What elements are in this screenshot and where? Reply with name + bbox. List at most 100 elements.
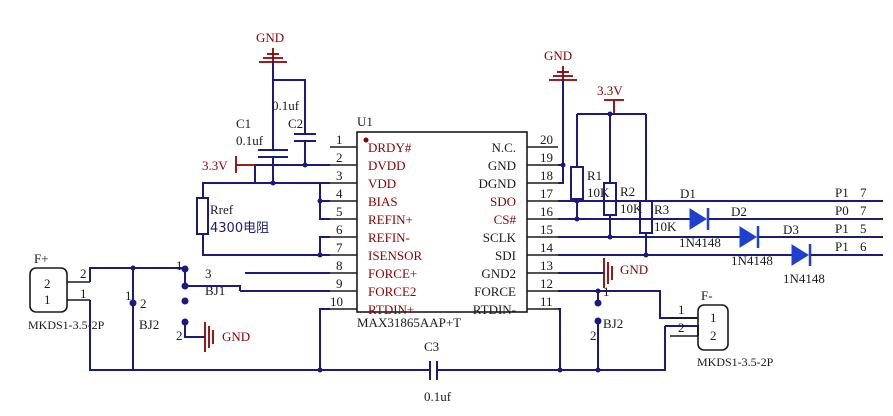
port-p1-7-name: P1 [835,185,849,200]
v33-left: 3.3V [202,156,255,173]
pin-number: 16 [540,204,554,219]
d1-part: 1N4148 [679,235,721,250]
c2-ref: C2 [288,116,303,131]
bj1-pin2: 2 [176,328,183,343]
c2-capacitor[interactable]: C2 0.1uf [272,98,316,142]
gnd-pin13: GND [603,258,648,288]
pin-number: 4 [336,186,343,201]
c1-capacitor[interactable]: C1 0.1uf [236,116,288,158]
port-p1-5-pin: 5 [860,221,867,236]
pin-name: REFIN- [368,230,410,245]
fminus-ref: F- [701,288,713,303]
pin-name: BIAS [368,194,398,209]
pin-number: 7 [336,240,343,255]
bj1-jumper[interactable]: 3 BJ1 1 2 [176,258,241,343]
gnd-top-left: GND [256,30,287,63]
bj2-right-jumper[interactable]: 1 2 BJ2 [590,284,623,370]
gnd-bj1: GND [204,322,250,352]
pin-name: DGND [478,176,516,191]
v33-right: 3.3V [597,83,624,114]
fplus-connector[interactable]: F+ 2 1 2 1 MKDS1-3.5-2P [28,251,105,332]
port-p0-7-name: P0 [835,203,849,218]
pin-name: SDO [490,194,516,209]
d1-diode[interactable]: D1 1N4148 [679,186,721,250]
fminus-pin1-num: 1 [678,302,685,317]
pin-number: 5 [336,204,343,219]
d2-part: 1N4148 [731,253,773,268]
c3-value: 0.1uf [424,389,452,404]
pin-name: RTDIN- [473,302,516,317]
gnd-label: GND [620,262,648,277]
gnd-top-right: GND [544,48,577,81]
rref-resistor[interactable]: Rref 4300电阻 [196,197,269,236]
fplus-body [29,267,68,313]
gnd-label: GND [256,30,284,45]
pin-number: 8 [336,258,343,273]
u1-right-pin-numbers: 20 19 18 17 16 15 14 13 12 11 [540,132,554,309]
bj2-right-pin2: 2 [590,328,597,343]
rref-body [196,197,209,235]
bj2-left-jumper[interactable]: 1 2 BJ2 [125,265,159,371]
fplus-part: MKDS1-3.5-2P [28,318,105,332]
rref-value: 4300电阻 [210,221,269,236]
fplus-pin1-inner: 1 [44,292,51,307]
pin-name: N.C. [491,140,516,155]
fminus-pin2-inner: 2 [710,328,717,343]
pin-number: 19 [540,150,553,165]
u1-right-pins [527,146,558,310]
r3-value: 10K [654,219,677,234]
port-labels: P1 7 P0 7 P1 5 P1 6 [835,185,867,254]
u1-left-pins [330,146,357,310]
r3-resistor[interactable]: R3 10K [639,200,677,234]
pin-number: 14 [540,240,554,255]
u1-ref: U1 [357,114,373,129]
r1-value: 10K [587,185,610,200]
bj2-left-ref: BJ2 [139,317,159,332]
pin-number: 2 [336,150,343,165]
port-p1-7-pin: 7 [860,185,867,200]
pin-number: 6 [336,222,343,237]
u1-left-pin-names: DRDY# DVDD VDD BIAS REFIN+ REFIN- ISENSO… [368,140,423,317]
c2-value: 0.1uf [272,98,300,113]
v33-label: 3.3V [202,158,228,173]
pin-number: 18 [540,168,553,183]
bj2-right-ref: BJ2 [603,316,623,331]
d2-ref: D2 [731,204,747,219]
fminus-connector[interactable]: F- 1 2 1 2 MKDS1-3.5-2P [670,288,774,369]
pin-name: SCLK [483,230,517,245]
fminus-pin1-inner: 1 [710,310,717,325]
bj1-pin1: 1 [176,258,183,273]
gnd-label: GND [544,48,572,63]
fminus-pin2-num: 2 [678,320,685,335]
u1-chip[interactable]: U1 MAX31865AAP+T 1 2 3 4 5 6 7 8 9 10 [330,114,558,330]
d2-diode[interactable]: D2 1N4148 [731,204,773,268]
pin-number: 13 [540,258,553,273]
fminus-part: MKDS1-3.5-2P [697,355,774,369]
pin-name: GND2 [481,266,516,281]
d3-diode[interactable]: D3 1N4148 [783,222,825,286]
pin-name: GND [488,158,516,173]
bj2-left-pin2: 2 [140,296,147,311]
u1-pin1-marker [363,137,369,143]
c3-capacitor[interactable]: C3 0.1uf [424,339,452,404]
port-p1-5-name: P1 [835,221,849,236]
r2-value: 10K [620,201,643,216]
fplus-pin2-num: 2 [80,266,87,281]
pin-name: FORCE+ [368,266,417,281]
pin-name: REFIN+ [368,212,413,227]
pin-number: 12 [540,276,553,291]
c1-value: 0.1uf [236,133,264,148]
pin-name: RTDIN+ [368,302,414,317]
bj1-pin3: 3 [205,266,212,281]
pin-name: DVDD [368,158,406,173]
pin-name: DRDY# [368,140,412,155]
pin-name: CS# [494,212,517,227]
r2-resistor[interactable]: R2 10K [603,182,643,216]
pin-name: SDI [495,248,516,263]
fminus-body [697,304,729,351]
r2-ref: R2 [620,184,635,199]
pin-name: FORCE2 [368,284,416,299]
bj2-right-pin1: 1 [603,284,610,299]
d3-part: 1N4148 [783,271,825,286]
